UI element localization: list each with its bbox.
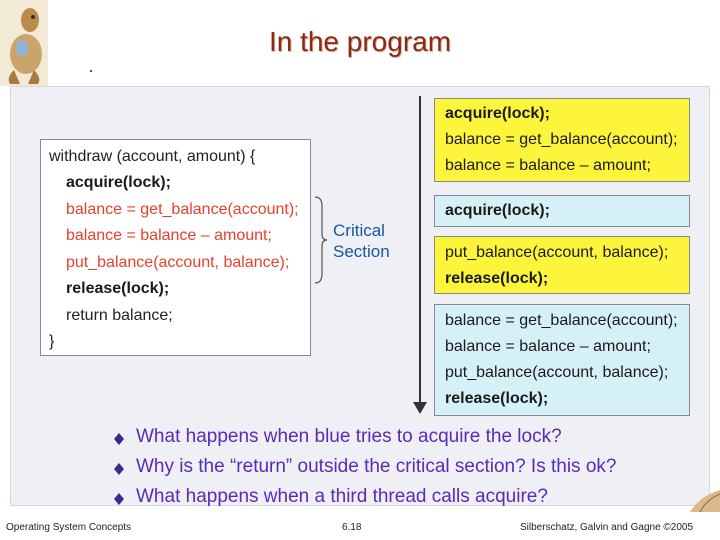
yellow-thread-block-2: put_balance(account, balance); release(l… — [434, 236, 690, 294]
code-line-put-balance: put_balance(account, balance); — [66, 250, 289, 277]
thread-line: release(lock); — [445, 266, 689, 292]
yellow-thread-block-1: acquire(lock); balance = get_balance(acc… — [434, 98, 690, 182]
code-line-signature: withdraw (account, amount) { — [49, 144, 255, 171]
decorative-swoosh-icon — [660, 486, 720, 516]
critical-section-brace-icon — [314, 196, 328, 284]
thread-line: balance = balance – amount; — [445, 153, 689, 179]
footer-page-number: 6.18 — [342, 522, 361, 533]
thread-line: put_balance(account, balance); — [445, 360, 689, 386]
thread-line: acquire(lock); — [445, 101, 689, 127]
blue-thread-block-1: acquire(lock); — [434, 195, 690, 227]
time-axis-line — [419, 96, 421, 406]
thread-line: balance = get_balance(account); — [445, 127, 689, 153]
code-line-close-brace: } — [49, 329, 54, 356]
code-line-get-balance: balance = get_balance(account); — [66, 197, 299, 224]
footer-course: Operating System Concepts — [6, 522, 131, 533]
footer-copyright: Silberschatz, Galvin and Gagne ©2005 — [520, 522, 693, 533]
time-arrow-down-icon — [413, 402, 427, 414]
thread-line: balance = get_balance(account); — [445, 308, 689, 334]
blue-thread-block-2: balance = get_balance(account); balance … — [434, 304, 690, 416]
thread-line: acquire(lock); — [445, 198, 689, 224]
thread-line: put_balance(account, balance); — [445, 240, 689, 266]
code-line-acquire: acquire(lock); — [66, 170, 171, 197]
withdraw-code-listing: withdraw (account, amount) { acquire(loc… — [40, 139, 311, 356]
critical-section-label: Critical Section — [333, 220, 390, 262]
stray-dot — [90, 70, 92, 72]
critical-label-line2: Section — [333, 241, 390, 262]
question-text: Why is the “return” outside the critical… — [136, 454, 616, 480]
thread-line: release(lock); — [445, 386, 689, 412]
question-text: What happens when a third thread calls a… — [136, 484, 548, 510]
code-line-release: release(lock); — [66, 276, 169, 303]
slide-title: In the program — [0, 26, 720, 58]
code-line-subtract: balance = balance – amount; — [66, 223, 272, 250]
thread-line: balance = balance – amount; — [445, 334, 689, 360]
code-line-return: return balance; — [66, 303, 173, 330]
critical-label-line1: Critical — [333, 220, 390, 241]
question-text: What happens when blue tries to acquire … — [136, 424, 562, 450]
